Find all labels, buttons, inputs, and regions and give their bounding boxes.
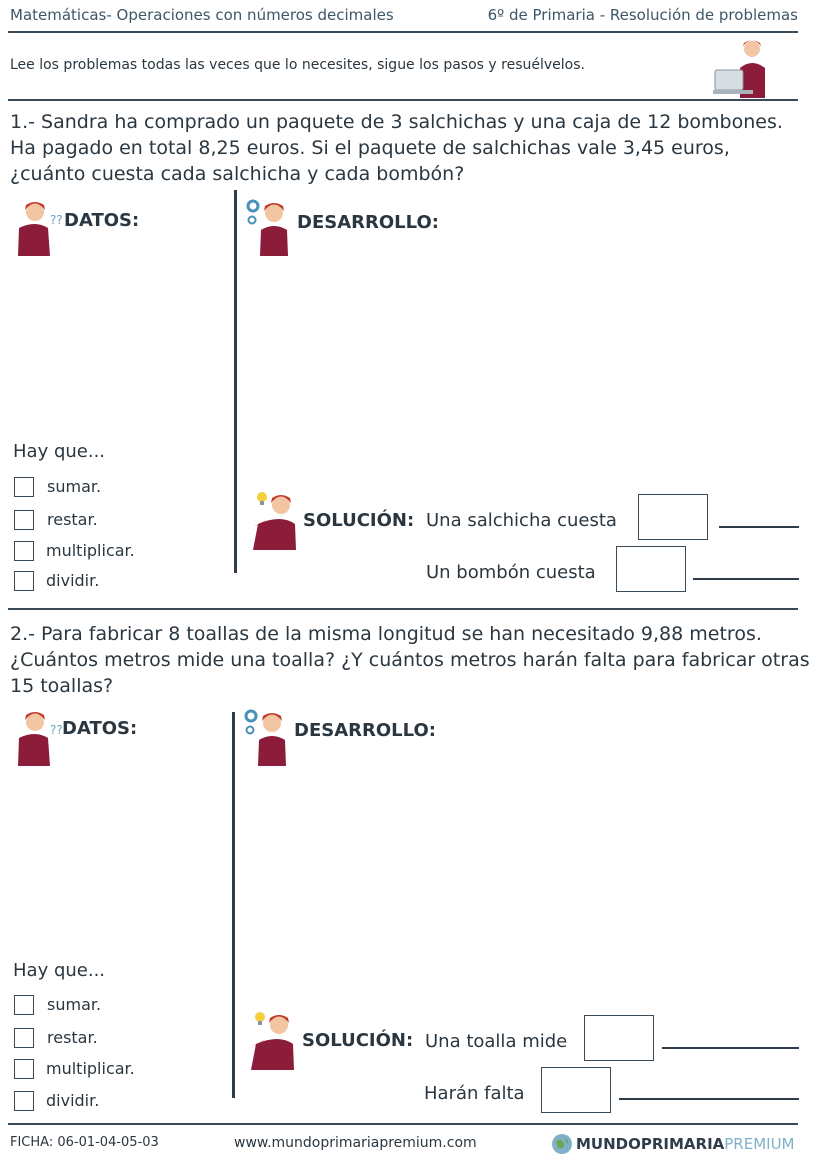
- answer-line-2a[interactable]: [662, 1047, 799, 1049]
- globe-logo-icon: [552, 1134, 572, 1154]
- intro-text: Lee los problemas todas las veces que lo…: [10, 57, 585, 73]
- brand-bold: MUNDOPRIMARIA: [576, 1135, 725, 1153]
- gears-character-icon: [244, 709, 286, 766]
- checkbox[interactable]: [14, 1091, 34, 1111]
- answer-text-1b: Un bombón cuesta: [426, 562, 596, 583]
- thinking-character-icon: ??: [18, 712, 63, 766]
- ficha-code: FICHA: 06-01-04-05-03: [10, 1135, 159, 1150]
- idea-character-icon: [251, 1012, 294, 1070]
- datos-label-1: DATOS:: [64, 210, 140, 231]
- hay-que-2: Hay que...: [13, 960, 106, 981]
- gears-character-icon: [246, 199, 288, 256]
- divider-1: [234, 190, 237, 573]
- answer-box-1a[interactable]: [638, 494, 708, 540]
- hay-que-1: Hay que...: [13, 441, 106, 462]
- header-subject: Matemáticas- Operaciones con números dec…: [10, 6, 394, 24]
- option-label: dividir.: [46, 1091, 100, 1110]
- option-label: multiplicar.: [46, 541, 135, 560]
- thinking-character-icon: ??: [18, 202, 63, 256]
- answer-box-1b[interactable]: [616, 546, 686, 592]
- datos-label-2: DATOS:: [62, 718, 138, 739]
- answer-line-1a[interactable]: [719, 526, 799, 528]
- solucion-label-1: SOLUCIÓN:: [303, 510, 415, 531]
- checkbox[interactable]: [14, 571, 34, 591]
- option-label: dividir.: [46, 571, 100, 590]
- answer-box-2a[interactable]: [584, 1015, 654, 1061]
- header-grade: 6º de Primaria - Resolución de problemas: [487, 6, 798, 24]
- answer-text-2a: Una toalla mide: [425, 1031, 568, 1052]
- brand-light: PREMIUM: [724, 1135, 795, 1153]
- desarrollo-label-2: DESARROLLO:: [294, 720, 436, 741]
- checkbox[interactable]: [14, 477, 34, 497]
- option-label: restar.: [47, 510, 98, 529]
- brand-logo: MUNDOPRIMARIAPREMIUM: [576, 1134, 795, 1153]
- laptop-character-icon: [713, 40, 765, 98]
- desarrollo-label-1: DESARROLLO:: [297, 212, 439, 233]
- svg-text:??: ??: [50, 723, 63, 737]
- option-label: restar.: [47, 1028, 98, 1047]
- section-rule: [8, 608, 798, 610]
- answer-text-1a: Una salchicha cuesta: [426, 510, 617, 531]
- solucion-label-2: SOLUCIÓN:: [302, 1030, 414, 1051]
- option-label: sumar.: [47, 995, 102, 1014]
- checkbox[interactable]: [14, 995, 34, 1015]
- answer-line-2b[interactable]: [619, 1098, 799, 1100]
- checkbox[interactable]: [14, 510, 34, 530]
- checkbox[interactable]: [14, 541, 34, 561]
- checkbox[interactable]: [14, 1028, 34, 1048]
- problem-1-text: 1.- Sandra ha comprado un paquete de 3 s…: [10, 111, 783, 185]
- checkbox[interactable]: [14, 1059, 34, 1079]
- option-label: sumar.: [47, 477, 102, 496]
- footer-rule: [8, 1123, 798, 1125]
- problem-2-text: 2.- Para fabricar 8 toallas de la misma …: [10, 623, 810, 697]
- answer-box-2b[interactable]: [541, 1067, 611, 1113]
- idea-character-icon: [253, 492, 296, 550]
- option-label: multiplicar.: [46, 1059, 135, 1078]
- divider-2: [232, 712, 235, 1098]
- website-link[interactable]: www.mundoprimariapremium.com: [234, 1135, 477, 1151]
- answer-line-1b[interactable]: [693, 578, 799, 580]
- intro-rule: [8, 99, 798, 101]
- header-rule: [8, 31, 798, 33]
- answer-text-2b: Harán falta: [424, 1083, 525, 1104]
- svg-text:??: ??: [50, 213, 63, 227]
